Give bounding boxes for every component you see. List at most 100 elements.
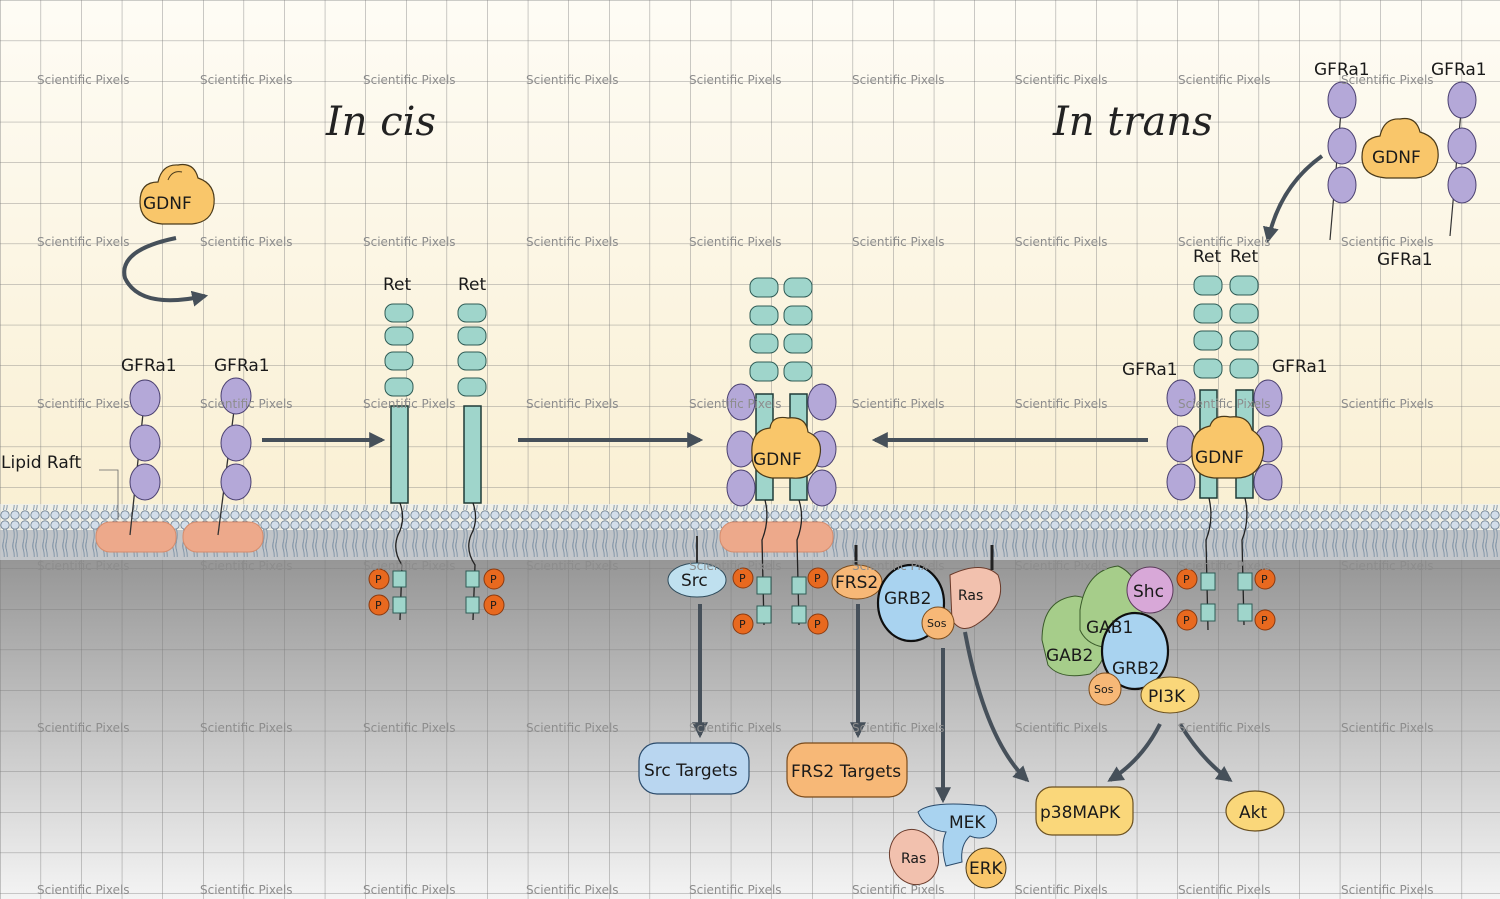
gfra1-label: GFRa1 <box>1272 357 1328 377</box>
src-targets-label: Src Targets <box>644 761 738 781</box>
watermark-text: Scientific Pixels <box>363 235 456 249</box>
watermark-text: Scientific Pixels <box>1178 721 1271 735</box>
gdnf-label: GDNF <box>143 194 192 214</box>
arrow-pi3k-to-akt <box>1178 722 1233 782</box>
watermark-text: Scientific Pixels <box>1015 397 1108 411</box>
watermark-text: Scientific Pixels <box>363 721 456 735</box>
watermark-text: Scientific Pixels <box>852 883 945 897</box>
src-kinase: Src <box>667 536 727 598</box>
watermark-text: Scientific Pixels <box>37 397 130 411</box>
svg-text:P: P <box>1261 573 1268 586</box>
watermark-text: Scientific Pixels <box>1341 559 1434 573</box>
watermark-text: Scientific Pixels <box>1015 883 1108 897</box>
pi3k-label: PI3K <box>1148 687 1186 707</box>
watermark-text: Scientific Pixels <box>852 397 945 411</box>
rotation-arrow <box>122 236 209 307</box>
watermark-text: Scientific Pixels <box>1341 235 1434 249</box>
watermark-text: Scientific Pixels <box>1341 721 1434 735</box>
watermark-text: Scientific Pixels <box>1015 721 1108 735</box>
watermark-text: Scientific Pixels <box>526 235 619 249</box>
gfra1-label: GFRa1 <box>1122 360 1178 380</box>
watermark-text: Scientific Pixels <box>526 559 619 573</box>
watermark-text: Scientific Pixels <box>1341 883 1434 897</box>
arrow-gfra1-to-trans-complex <box>1262 154 1324 244</box>
ret-gdnf-gfra1-complex-trans: GDNF Ret Ret GFRa1 GFRa1 P P P P <box>1122 247 1328 631</box>
ret-label: Ret <box>383 275 412 295</box>
p38mapk-label: p38MAPK <box>1040 803 1121 823</box>
watermark-text: Scientific Pixels <box>1015 235 1108 249</box>
gfra1-label: GFRa1 <box>1314 60 1370 80</box>
erk-label: ERK <box>969 859 1004 879</box>
gab1-label: GAB1 <box>1086 618 1133 638</box>
lipid-raft <box>719 521 834 553</box>
watermark-text: Scientific Pixels <box>689 559 782 573</box>
watermark-text: Scientific Pixels <box>689 883 782 897</box>
src-label: Src <box>681 571 708 591</box>
lipid-raft <box>95 521 177 553</box>
title-in-trans: In trans <box>1052 99 1213 145</box>
watermark-text: Scientific Pixels <box>363 73 456 87</box>
ras-label: Ras <box>958 588 983 604</box>
watermark-text: Scientific Pixels <box>1178 883 1271 897</box>
title-in-cis: In cis <box>325 99 436 145</box>
svg-text:P: P <box>1261 614 1268 627</box>
phosphates: P P P P <box>368 568 505 616</box>
shc-gab-grb2-pi3k-complex: Shc GAB1 GAB2 GRB2 Sos PI3K <box>1041 565 1200 714</box>
watermark-text: Scientific Pixels <box>852 721 945 735</box>
frs2-adaptor: FRS2 <box>831 545 883 600</box>
gfra1-receptor: GFRa1 <box>121 356 177 536</box>
svg-text:P: P <box>814 618 821 631</box>
watermark-text: Scientific Pixels <box>363 883 456 897</box>
svg-text:P: P <box>375 573 382 586</box>
watermark-text: Scientific Pixels <box>852 235 945 249</box>
p38mapk-box: p38MAPK <box>1035 786 1134 836</box>
gdnf-label: GDNF <box>1372 148 1421 168</box>
watermark-text: Scientific Pixels <box>526 73 619 87</box>
svg-text:P: P <box>490 573 497 586</box>
watermark-text: Scientific Pixels <box>200 721 293 735</box>
svg-text:P: P <box>1183 573 1190 586</box>
watermark-text: Scientific Pixels <box>37 559 130 573</box>
ret-label: Ret <box>1193 247 1222 267</box>
ras-label: Ras <box>901 851 926 867</box>
sos-label: Sos <box>927 617 947 630</box>
watermark-text: Scientific Pixels <box>1178 73 1271 87</box>
ret-receptor: Ret <box>457 275 487 621</box>
lipid-raft <box>182 521 264 553</box>
watermark-text: Scientific Pixels <box>200 235 293 249</box>
watermark-text: Scientific Pixels <box>526 883 619 897</box>
watermark-text: Scientific Pixels <box>1178 235 1271 249</box>
gfra1-label: GFRa1 <box>121 356 177 376</box>
grb2-label: GRB2 <box>1112 659 1159 679</box>
ret-receptor: Ret <box>383 275 414 621</box>
lipid-rafts <box>95 469 834 553</box>
watermark-text: Scientific Pixels <box>526 721 619 735</box>
gfra1-label: GFRa1 <box>1377 250 1433 270</box>
frs2-label: FRS2 <box>835 573 878 593</box>
watermark-text: Scientific Pixels <box>200 397 293 411</box>
gab2-label: GAB2 <box>1046 646 1093 666</box>
grb2-sos-ras-complex: GRB2 Ras Sos <box>876 545 1002 643</box>
watermark-text: Scientific Pixels <box>37 73 130 87</box>
watermark-text: Scientific Pixels <box>363 397 456 411</box>
src-targets-box: Src Targets <box>638 742 750 795</box>
ret-label: Ret <box>1230 247 1259 267</box>
watermark-text: Scientific Pixels <box>689 73 782 87</box>
soluble-gfra1-gdnf: GDNF GFRa1 GFRa1 GFRa1 <box>1314 60 1487 270</box>
watermark-text: Scientific Pixels <box>363 559 456 573</box>
svg-text:P: P <box>814 572 821 585</box>
ret-label: Ret <box>458 275 487 295</box>
watermark-text: Scientific Pixels <box>526 397 619 411</box>
arrow-pi3k-to-p38mapk <box>1107 723 1162 782</box>
watermark-text: Scientific Pixels <box>200 73 293 87</box>
ret-gdnf-gfra1-complex-cis: GDNF P P P P <box>726 277 837 635</box>
frs2-targets-label: FRS2 Targets <box>791 762 901 782</box>
watermark-text: Scientific Pixels <box>200 883 293 897</box>
watermark-text: Scientific Pixels <box>689 721 782 735</box>
lipid-raft-label: Lipid Raft <box>1 453 81 473</box>
watermark-text: Scientific Pixels <box>200 559 293 573</box>
svg-text:P: P <box>739 572 746 585</box>
